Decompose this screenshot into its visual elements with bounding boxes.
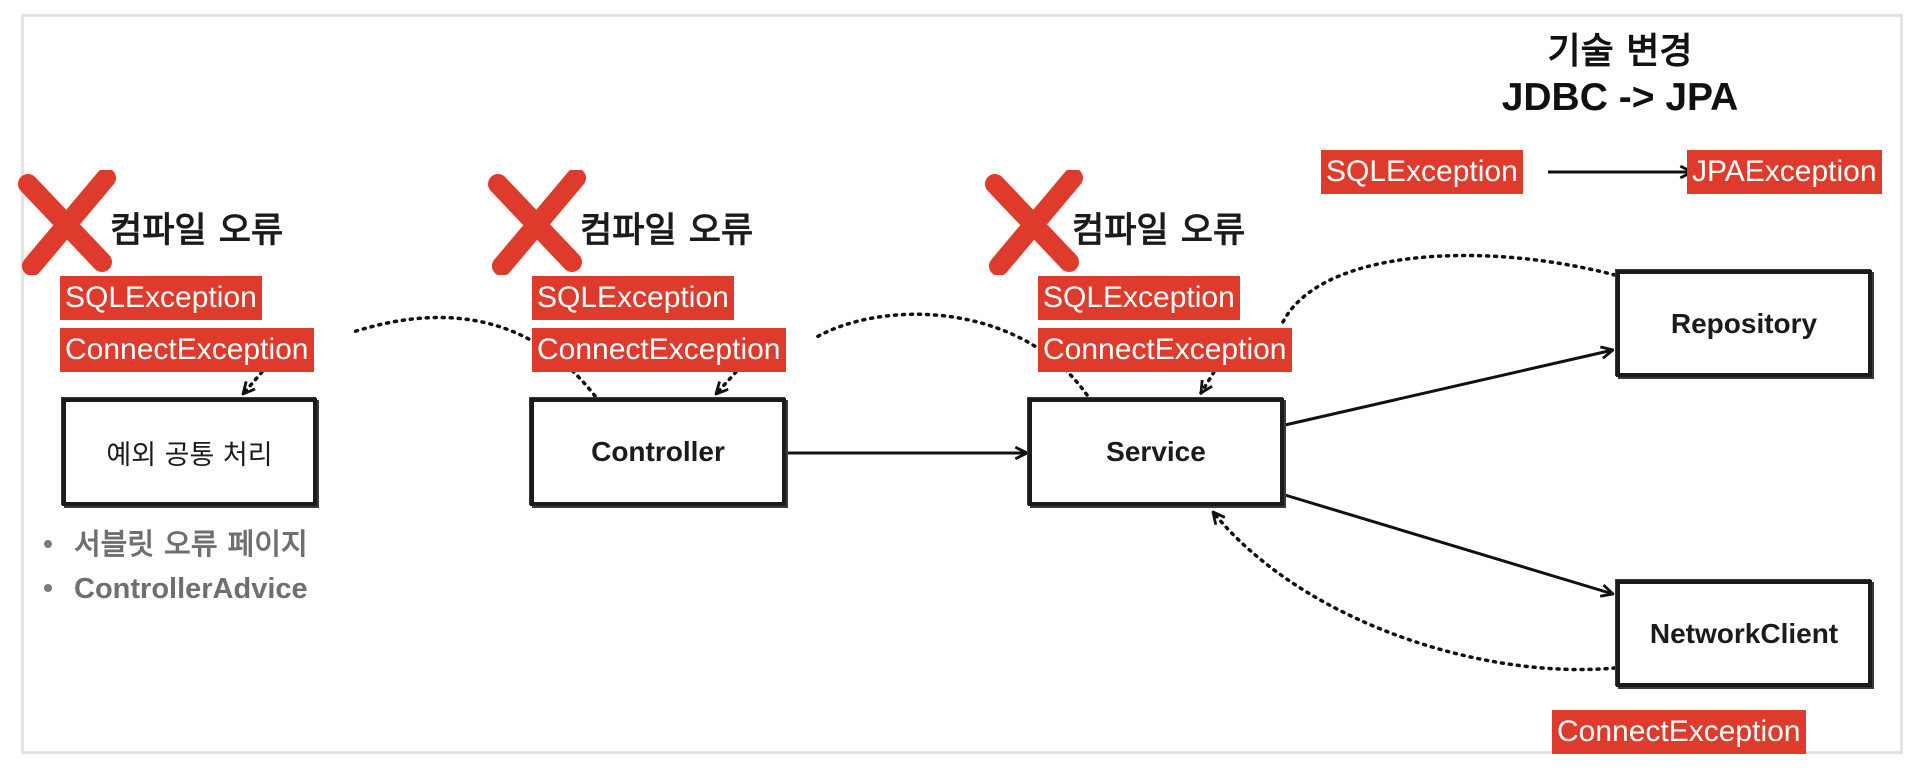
migration-to-tag: JPAException [1687, 150, 1882, 194]
bullet-icon [44, 584, 52, 592]
bullet-icon [44, 540, 52, 548]
handler-servlet-error-page: 서블릿 오류 페이지 [74, 527, 308, 561]
service-box: Service [1028, 398, 1284, 506]
list-item: 서블릿 오류 페이지 [40, 522, 308, 566]
diagram-frame [21, 14, 1903, 754]
migration-from-tag: SQLException [1321, 150, 1523, 194]
exception-flow-into-controller [716, 370, 738, 394]
error-x-icon [985, 170, 1083, 275]
connectexception-tag: ConnectException [60, 328, 314, 372]
common-handler-list: 서블릿 오류 페이지 ControllerAdvice [40, 522, 308, 610]
exception-flow-controller-to-common-handler [348, 315, 597, 398]
error-x-icon [18, 170, 116, 275]
controller-box: Controller [530, 398, 786, 506]
exception-flow-into-service [1199, 370, 1216, 393]
sqlexception-tag: SQLException [532, 276, 734, 320]
common-exception-handler-label: 예외 공통 처리 [106, 439, 273, 471]
sqlexception-tag: SQLException [1038, 276, 1240, 320]
compile-error-label: 컴파일 오류 [1072, 211, 1246, 251]
repository-label: Repository [1670, 307, 1818, 339]
exception-flow-networkclient-to-service [1213, 512, 1617, 672]
exception-flow-into-common-handler [243, 370, 264, 394]
diagram-title: 기술 변경 [1547, 31, 1693, 72]
sqlexception-tag: SQLException [60, 276, 262, 320]
repository-box: Repository [1616, 270, 1872, 377]
networkclient-label: NetworkClient [1649, 617, 1839, 649]
exception-flow-repository-to-service [1281, 253, 1617, 324]
diagram-subtitle: JDBC -> JPA [1501, 76, 1739, 119]
handler-controller-advice: ControllerAdvice [74, 573, 308, 605]
networkclient-box: NetworkClient [1616, 580, 1872, 687]
networkclient-connectexception-tag: ConnectException [1552, 710, 1806, 754]
exception-flow-service-to-controller [813, 312, 1089, 397]
error-x-icon [488, 170, 586, 275]
service-label: Service [1106, 436, 1206, 467]
compile-error-label: 컴파일 오류 [580, 211, 754, 251]
controller-label: Controller [591, 436, 725, 467]
compile-error-label: 컴파일 오류 [110, 211, 284, 251]
connectexception-tag: ConnectException [1038, 328, 1292, 372]
common-exception-handler-box: 예외 공통 처리 [62, 398, 317, 506]
list-item: ControllerAdvice [40, 566, 308, 610]
connectexception-tag: ConnectException [532, 328, 786, 372]
arrow-service-to-networkclient [1284, 493, 1613, 594]
arrow-service-to-repository [1284, 350, 1613, 427]
